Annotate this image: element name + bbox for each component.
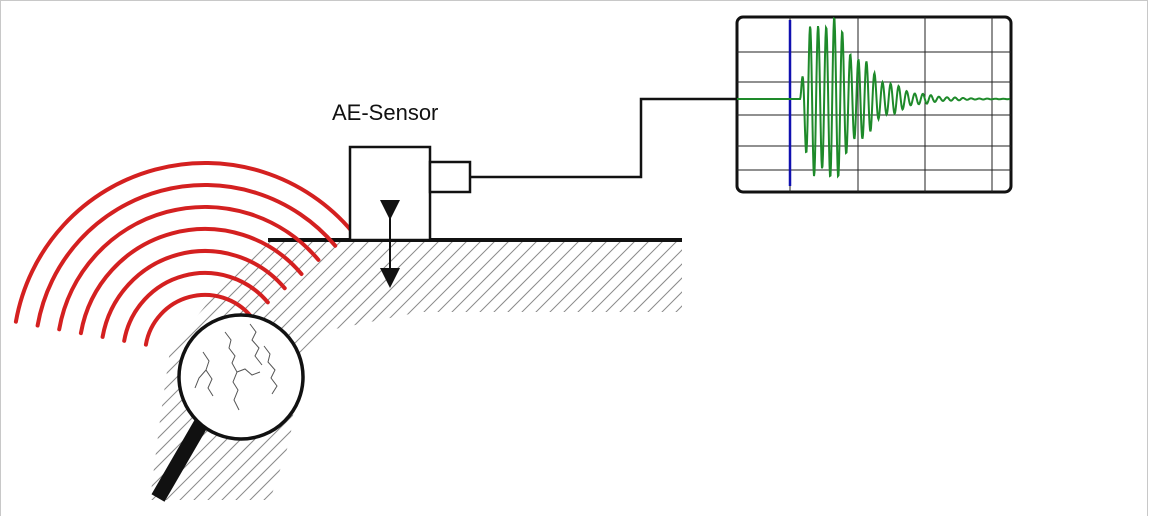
hatch-line <box>0 220 96 517</box>
hatch-line <box>734 220 1034 517</box>
wavefront-arc <box>57 204 321 332</box>
wavefront-arc <box>100 249 287 339</box>
hatch-line <box>762 220 1062 517</box>
hatch-line <box>748 220 1048 517</box>
hatch-line <box>706 220 1006 517</box>
magnifier-handle <box>151 418 209 502</box>
hatch-line <box>832 220 1132 517</box>
sensor-label: AE-Sensor <box>332 100 439 125</box>
wavefront-arc <box>35 183 338 328</box>
hatch-line <box>677 240 682 500</box>
hatch-line <box>692 220 992 517</box>
wavefront-arc <box>143 292 253 347</box>
hatch-line <box>649 240 682 500</box>
signal-cable <box>470 97 737 179</box>
hatch-line <box>860 220 1149 517</box>
hatch-line <box>888 220 1149 517</box>
hatch-line <box>663 240 682 500</box>
wavefront-arc <box>13 161 355 324</box>
oscilloscope <box>735 15 1013 194</box>
hatch-line <box>0 220 82 517</box>
wavefronts <box>13 161 355 347</box>
oscilloscope-screen <box>735 15 1013 194</box>
hatch-line <box>0 220 54 517</box>
wavefront-arc <box>78 226 304 336</box>
hatch-line <box>150 240 293 500</box>
hatch-line <box>150 240 167 500</box>
hatch-line <box>818 220 1118 517</box>
crack-lines <box>194 323 278 411</box>
hatch-line <box>150 240 321 500</box>
sensor-connector <box>428 160 472 194</box>
hatch-line <box>720 220 1020 517</box>
hatch-line <box>804 220 1104 517</box>
hatch-line <box>874 220 1149 517</box>
magnifier <box>151 313 305 502</box>
hatch-line <box>0 220 110 517</box>
ae-signal-waveform <box>737 16 1011 179</box>
wavefront-arc <box>122 271 270 343</box>
hatch-line <box>790 220 1090 517</box>
hatch-line <box>846 220 1146 517</box>
hatch-line <box>150 240 153 500</box>
magnifier-lens <box>177 313 305 441</box>
hatch-line <box>776 220 1076 517</box>
